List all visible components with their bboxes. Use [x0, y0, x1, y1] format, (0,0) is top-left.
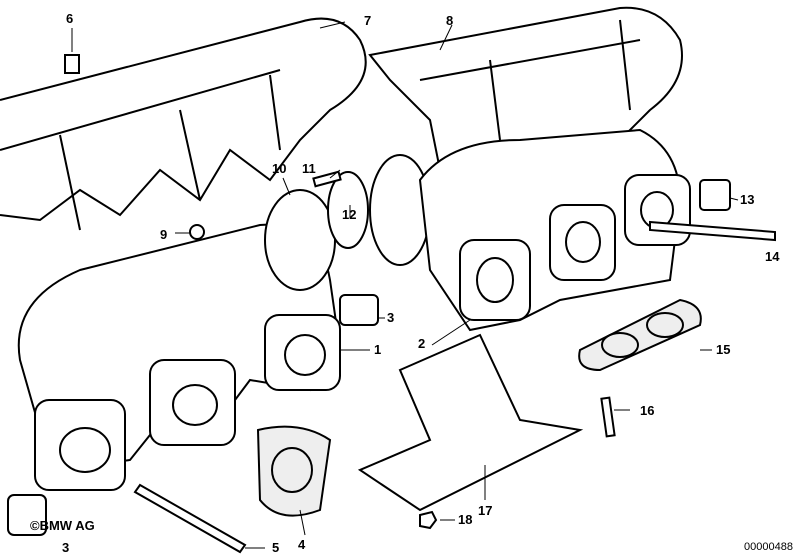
callout-7: 7	[364, 13, 372, 28]
callout-5: 5	[272, 540, 280, 555]
callout-4: 4	[298, 537, 306, 552]
callout-12: 12	[342, 207, 357, 222]
callout-18: 18	[458, 512, 473, 527]
stud-14	[649, 220, 776, 242]
callout-3-bottom: 3	[62, 540, 70, 555]
callout-17: 17	[478, 503, 493, 518]
document-id: 00000488	[744, 541, 793, 553]
callout-16: 16	[640, 403, 655, 418]
callout-10: 10	[272, 161, 287, 176]
callout-11: 11	[302, 161, 316, 176]
bracket-17	[357, 333, 584, 512]
callout-3: 3	[387, 310, 395, 325]
callout-15: 15	[716, 342, 731, 357]
stud-5	[133, 483, 247, 554]
callout-1: 1	[374, 342, 382, 357]
callout-13: 13	[740, 192, 755, 207]
gasket-15	[578, 298, 702, 372]
callout-2: 2	[418, 336, 426, 351]
gasket-4	[256, 425, 332, 517]
callout-6: 6	[66, 11, 74, 26]
callout-14: 14	[765, 249, 780, 264]
copyright: ©BMW AG	[30, 518, 95, 533]
callout-9: 9	[160, 227, 168, 242]
callout-8: 8	[446, 13, 454, 28]
